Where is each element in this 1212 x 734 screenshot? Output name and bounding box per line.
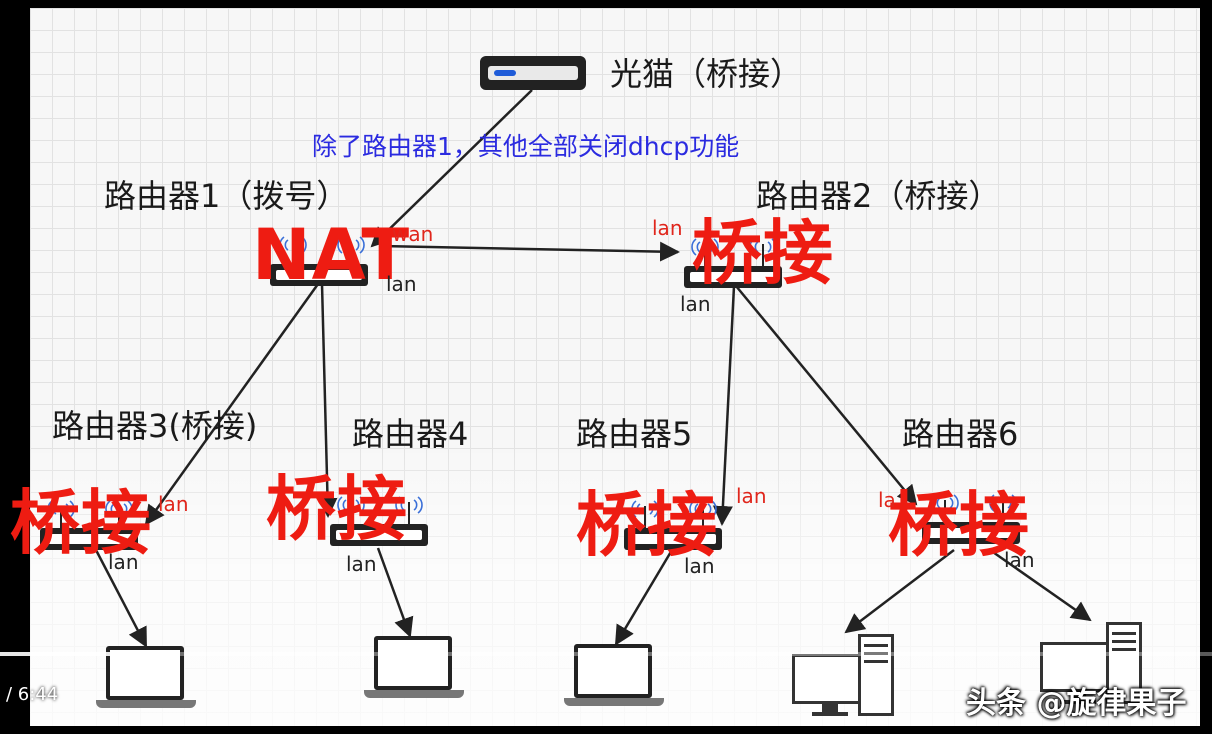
laptop-icon: [364, 636, 464, 702]
router3-label: 路由器3(桥接): [52, 407, 258, 445]
router1-wan-port: wan: [392, 222, 434, 246]
router3-lan-port: lan: [108, 550, 139, 574]
router2-label: 路由器2（桥接）: [756, 177, 1001, 215]
router1-lan-port: lan: [386, 272, 417, 296]
antenna-icon: [395, 496, 423, 524]
link-r1-r2: [379, 241, 680, 262]
router2-lan-port: lan: [680, 292, 711, 316]
modem-icon: [480, 56, 586, 90]
antenna-icon: [931, 494, 959, 522]
router6-in-port: la: [878, 488, 896, 512]
link-modem-r1: [370, 89, 533, 248]
antenna-icon: [691, 238, 719, 266]
link-r6-pc1: [844, 549, 955, 634]
watermark: 头条 @旋律果子: [966, 686, 1187, 721]
link-r2-r6: [735, 285, 918, 506]
router6-mode: 桥接: [888, 484, 1030, 566]
router4-icon: [330, 496, 428, 548]
router6-icon: [922, 494, 1020, 546]
router1-icon: [270, 236, 368, 288]
progress-played: [0, 652, 158, 656]
link-r5-laptop: [614, 549, 674, 646]
router5-in-port: lan: [736, 484, 767, 508]
antenna-icon: [47, 500, 75, 528]
desktop-pc-icon: [792, 634, 902, 724]
dhcp-note: 除了路由器1，其他全部关闭dhcp功能: [312, 132, 740, 161]
antenna-icon: [337, 236, 365, 264]
router5-label: 路由器5: [576, 415, 693, 453]
video-progress-bar[interactable]: [0, 652, 1212, 656]
link-r1-r3: [144, 283, 320, 526]
router2-in-port: lan: [652, 216, 683, 240]
antenna-icon: [279, 236, 307, 264]
router1-mode: NAT: [252, 214, 411, 296]
link-r2-r5: [712, 285, 736, 526]
antenna-icon: [989, 494, 1017, 522]
router6-lan-port: lan: [1004, 548, 1035, 572]
router5-icon: [624, 500, 722, 552]
router4-mode: 桥接: [266, 468, 408, 550]
router4-lan-port: lan: [346, 552, 377, 576]
antenna-icon: [689, 500, 717, 528]
link-r1-r4: [317, 283, 338, 518]
router5-lan-port: lan: [684, 554, 715, 578]
laptop-icon: [564, 644, 664, 710]
router2-mode: 桥接: [692, 212, 834, 294]
link-r3-laptop: [94, 549, 148, 648]
router5-mode: 桥接: [576, 484, 718, 566]
router3-mode: 桥接: [10, 482, 152, 564]
router6-label: 路由器6: [902, 415, 1019, 453]
router3-icon: [40, 500, 138, 552]
router2-icon: [684, 238, 782, 290]
desktop-pc-icon: [1040, 622, 1150, 712]
video-time: / 6:44: [6, 684, 59, 705]
modem-label: 光猫（桥接）: [610, 55, 803, 93]
router1-label: 路由器1（拨号）: [104, 177, 349, 215]
antenna-icon: [105, 500, 133, 528]
link-r6-pc2: [989, 548, 1092, 622]
link-r4-laptop: [376, 547, 414, 638]
router4-label: 路由器4: [352, 415, 469, 453]
antenna-icon: [749, 238, 777, 266]
antenna-icon: [631, 500, 659, 528]
antenna-icon: [337, 496, 365, 524]
router3-in-port: lan: [158, 492, 189, 516]
